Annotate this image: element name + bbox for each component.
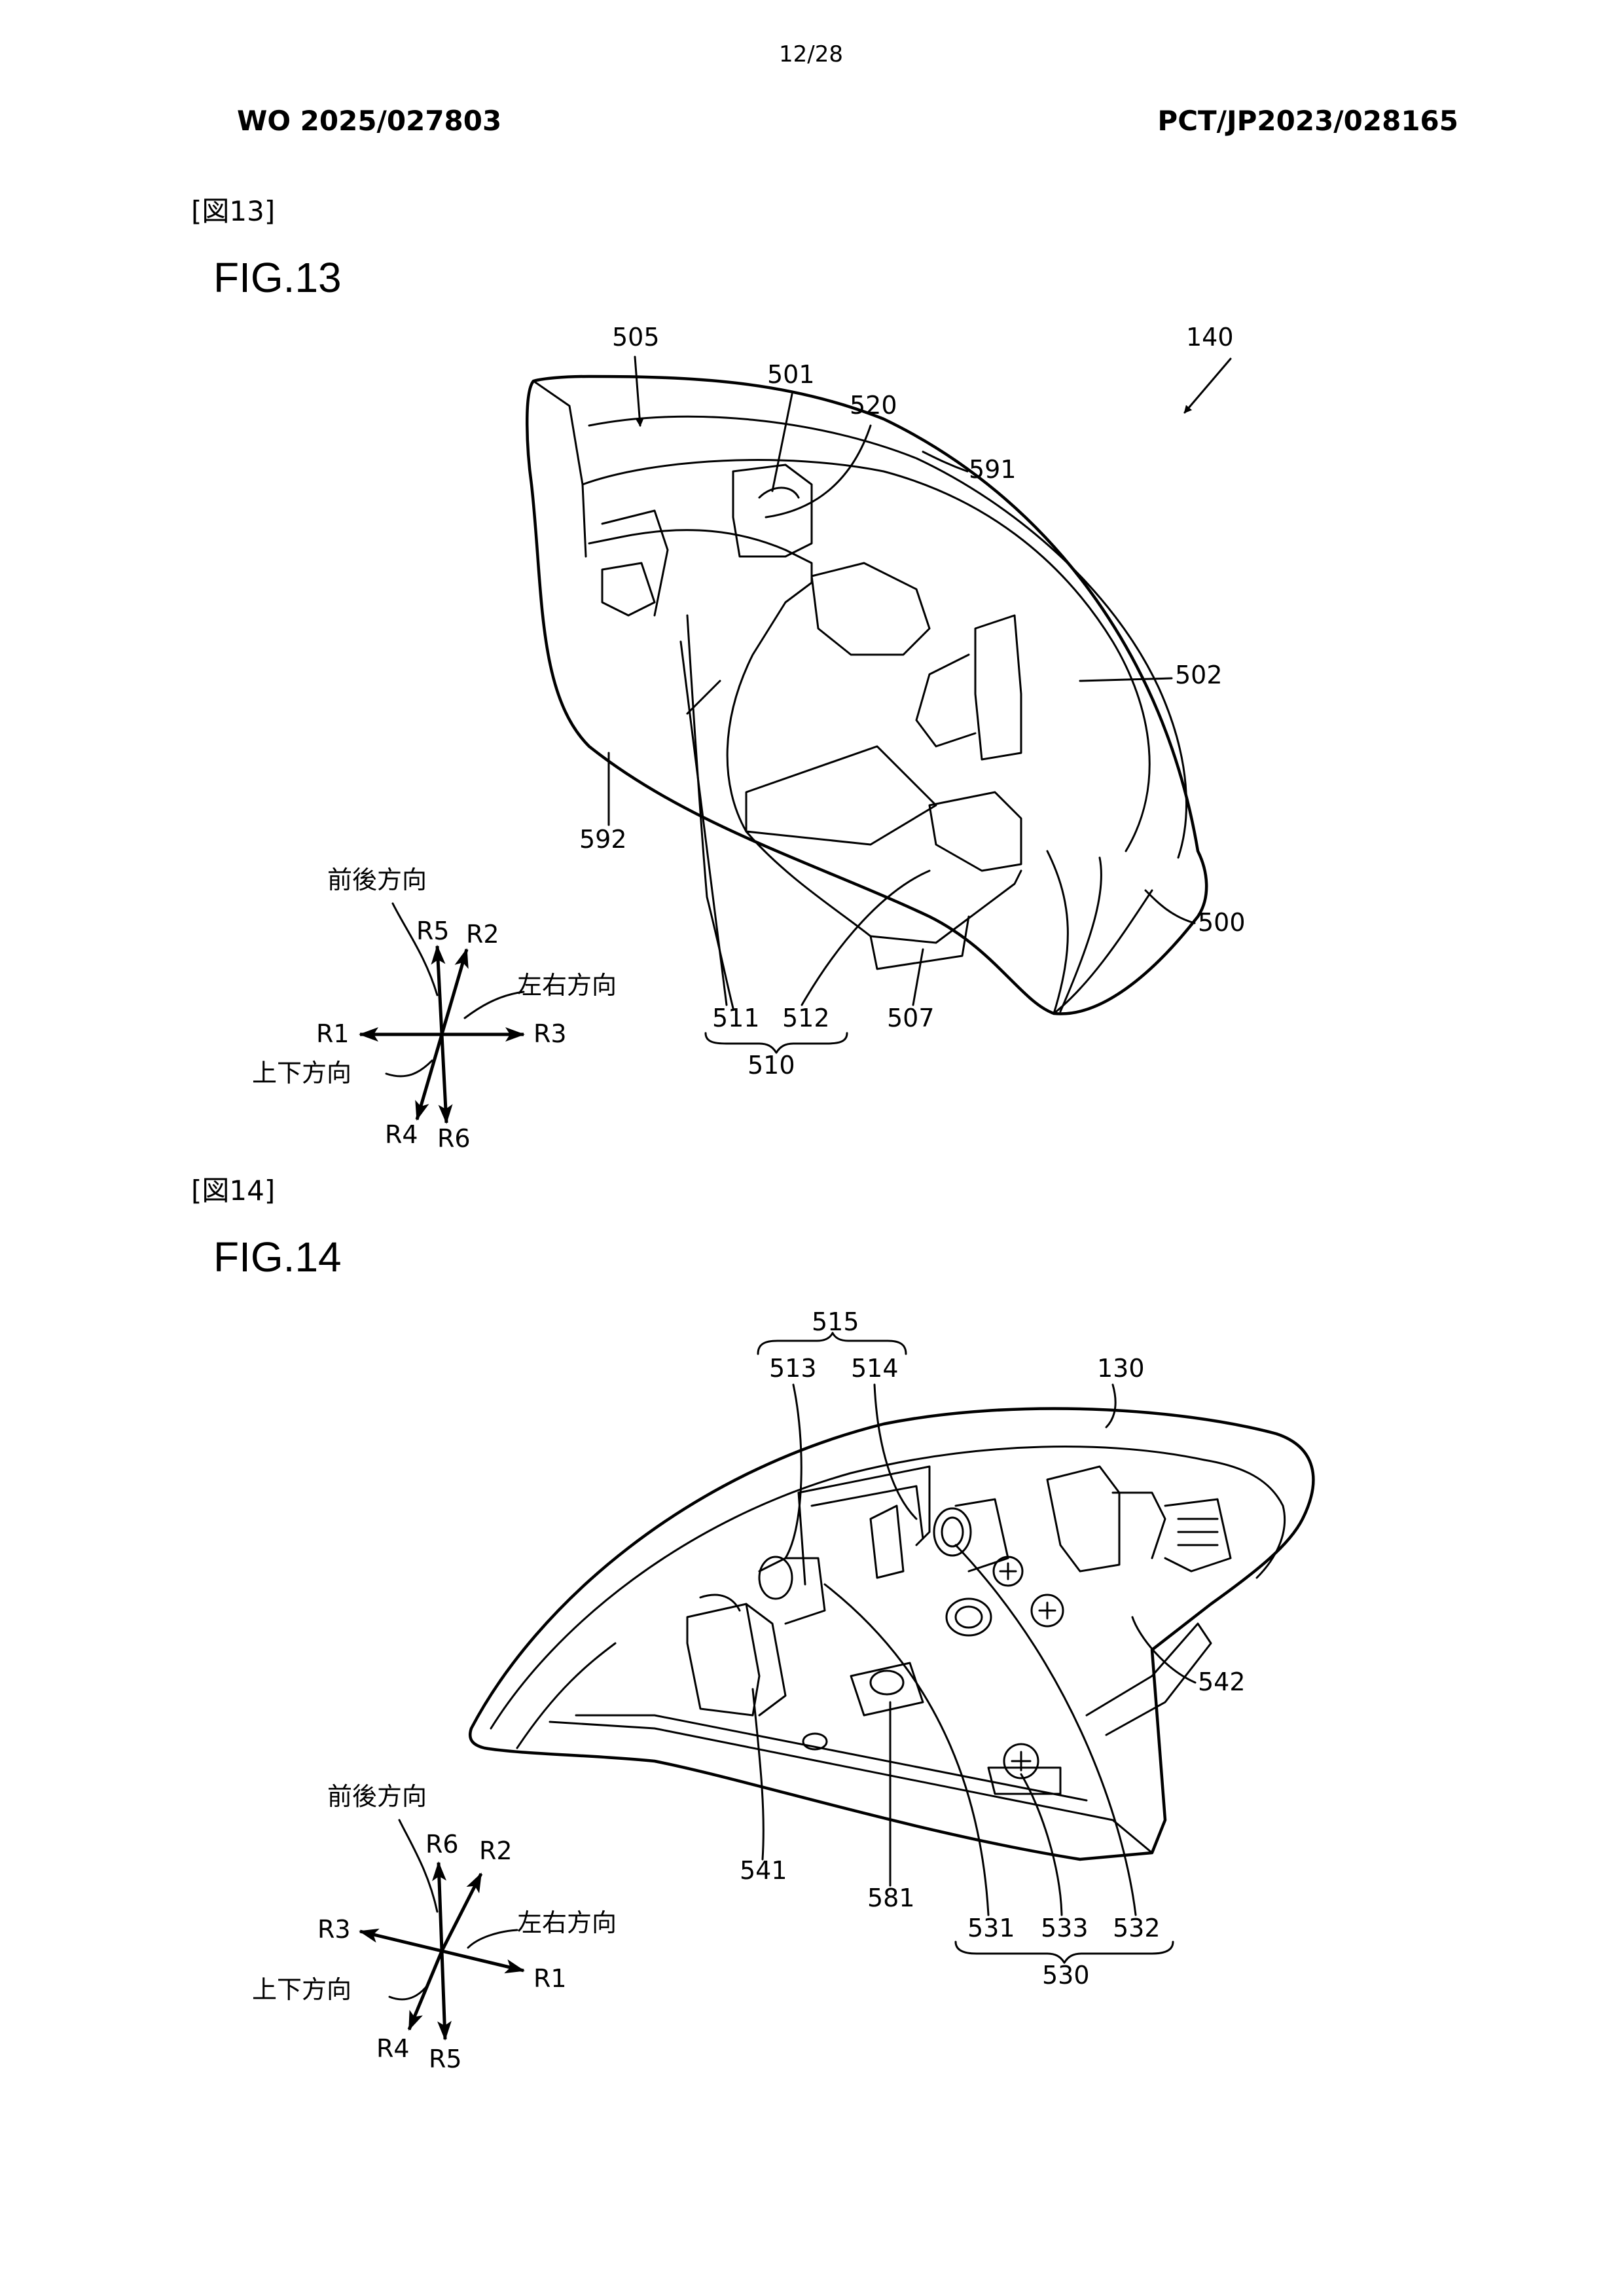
- fig13-label-507: 507: [887, 1004, 935, 1032]
- fig14-axis-up-down: 上下方向: [252, 1975, 351, 2004]
- fig13-label-511: 511: [712, 1004, 760, 1032]
- fig13-axis-r1: R1: [316, 1019, 350, 1048]
- fig13-label-505: 505: [612, 323, 660, 352]
- fig13-label-500: 500: [1198, 908, 1246, 937]
- fig13-axis-r2: R2: [466, 920, 499, 949]
- application-number: PCT/JP2023/028165: [1157, 105, 1458, 137]
- fig13-tag: [図13]: [191, 195, 276, 227]
- fig14-label-513: 513: [769, 1354, 817, 1383]
- fig13-label-591: 591: [969, 455, 1017, 484]
- fig14-label-542: 542: [1198, 1667, 1246, 1696]
- fig14-axis-r5: R5: [429, 2045, 462, 2073]
- fig13-label-512: 512: [782, 1004, 830, 1032]
- fig13-label-502: 502: [1175, 661, 1223, 689]
- page-number: 12/28: [779, 41, 843, 67]
- fig13-direction-indicator: 前後方向 左右方向 上下方向 R5 R2 R1 R3 R4 R6: [252, 866, 617, 1153]
- fig13-reference-labels: 505 501 520 140 591 502 592 500 511 512 …: [579, 323, 1246, 1080]
- publication-number: WO 2025/027803: [237, 105, 502, 137]
- fig13-axis-left-right: 左右方向: [517, 971, 617, 1000]
- fig14-label-130: 130: [1097, 1354, 1145, 1383]
- fig13-label-140: 140: [1186, 323, 1234, 352]
- fig14-label-531: 531: [967, 1914, 1015, 1942]
- fig14-title: FIG.14: [213, 1233, 342, 1281]
- fig14-axis-r2: R2: [479, 1836, 513, 1865]
- fig14-axis-left-right: 左右方向: [517, 1908, 617, 1937]
- fig13-drawing: [525, 374, 1208, 1015]
- fig14-label-533: 533: [1041, 1914, 1089, 1942]
- fig14-label-581: 581: [867, 1884, 915, 1912]
- fig14-direction-indicator: 前後方向 左右方向 上下方向 R6 R2 R3 R1 R4 R5: [252, 1782, 617, 2073]
- fig14-tag: [図14]: [191, 1175, 276, 1207]
- fig14-label-515: 515: [812, 1307, 859, 1336]
- fig14-axis-r6: R6: [425, 1830, 459, 1859]
- fig13-axis-r5: R5: [416, 917, 450, 945]
- fig13-label-520: 520: [850, 391, 897, 420]
- fig13-label-501: 501: [767, 360, 815, 389]
- fig14-axis-front-back: 前後方向: [327, 1782, 427, 1811]
- fig13-axis-r4: R4: [385, 1120, 418, 1149]
- fig14-reference-labels: 515 513 514 130 542 541 581 531 533 532 …: [740, 1307, 1246, 1990]
- fig13-leader-lines: [607, 355, 1232, 1054]
- fig13-label-510: 510: [748, 1051, 795, 1080]
- fig14-drawing: [468, 1407, 1315, 1861]
- fig13-axis-up-down: 上下方向: [252, 1059, 351, 1087]
- fig14-axis-r1: R1: [533, 1964, 567, 1993]
- fig13-label-592: 592: [579, 825, 627, 854]
- fig14-label-514: 514: [851, 1354, 899, 1383]
- fig13-axis-front-back: 前後方向: [327, 866, 427, 894]
- fig13-axis-r6: R6: [437, 1124, 471, 1153]
- fig14-label-530: 530: [1042, 1961, 1090, 1990]
- fig13-axis-r3: R3: [533, 1019, 567, 1048]
- fig14-axis-r4: R4: [376, 2034, 410, 2063]
- fig14-axis-r3: R3: [317, 1915, 351, 1944]
- fig14-label-541: 541: [740, 1856, 787, 1885]
- fig13-title: FIG.13: [213, 254, 342, 301]
- fig14-label-532: 532: [1113, 1914, 1161, 1942]
- fig14-leader-lines: [751, 1332, 1197, 1964]
